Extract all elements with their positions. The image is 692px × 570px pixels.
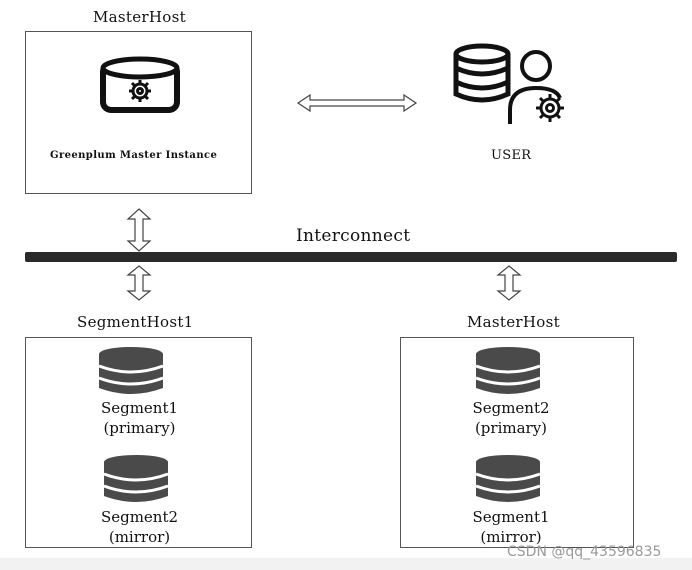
master-host-box: Greenplum Master Instance xyxy=(25,31,252,194)
segment-host-1-mirror-role: (mirror) xyxy=(108,528,171,546)
segment-host-1-title: SegmentHost1 xyxy=(77,313,194,331)
database-user-gear-icon xyxy=(453,43,564,124)
segment-mirror-db-icon xyxy=(103,455,169,502)
segment-host-1-primary-name: Segment1 xyxy=(100,399,179,417)
user-label: USER xyxy=(491,148,532,163)
master-interconnect-arrow-icon xyxy=(126,208,152,252)
segment-primary-db-icon xyxy=(98,347,164,394)
interconnect-segmenthost1-arrow-icon xyxy=(126,265,152,301)
segment-host-2-primary-name: Segment2 xyxy=(472,399,550,417)
segment-host-2-mirror-name: Segment1 xyxy=(472,508,550,526)
database-gear-icon xyxy=(100,56,180,113)
segment-host-2-title: MasterHost xyxy=(467,313,560,331)
segment-host-1-mirror-name: Segment2 xyxy=(100,508,179,526)
master-user-arrow-icon xyxy=(296,93,418,113)
segment-host-2-box: Segment2 (primary) Segment1 (mirror) xyxy=(400,337,634,548)
interconnect-label: Interconnect xyxy=(296,226,411,246)
segment-host-1-primary-role: (primary) xyxy=(103,419,176,437)
segment-host-2-primary-role: (primary) xyxy=(474,419,548,437)
segment-primary-db-icon xyxy=(475,347,541,394)
bottom-strip xyxy=(0,558,692,570)
interconnect-segmenthost2-arrow-icon xyxy=(496,265,522,301)
interconnect-bar xyxy=(25,252,677,262)
watermark: CSDN @qq_43596835 xyxy=(507,544,662,560)
segment-host-1-box: Segment1 (primary) Segment2 (mirror) xyxy=(25,337,252,548)
segment-host-2-mirror-role: (mirror) xyxy=(480,528,542,546)
master-instance-label: Greenplum Master Instance xyxy=(50,150,218,161)
master-host-title: MasterHost xyxy=(93,8,186,26)
segment-mirror-db-icon xyxy=(475,455,541,502)
